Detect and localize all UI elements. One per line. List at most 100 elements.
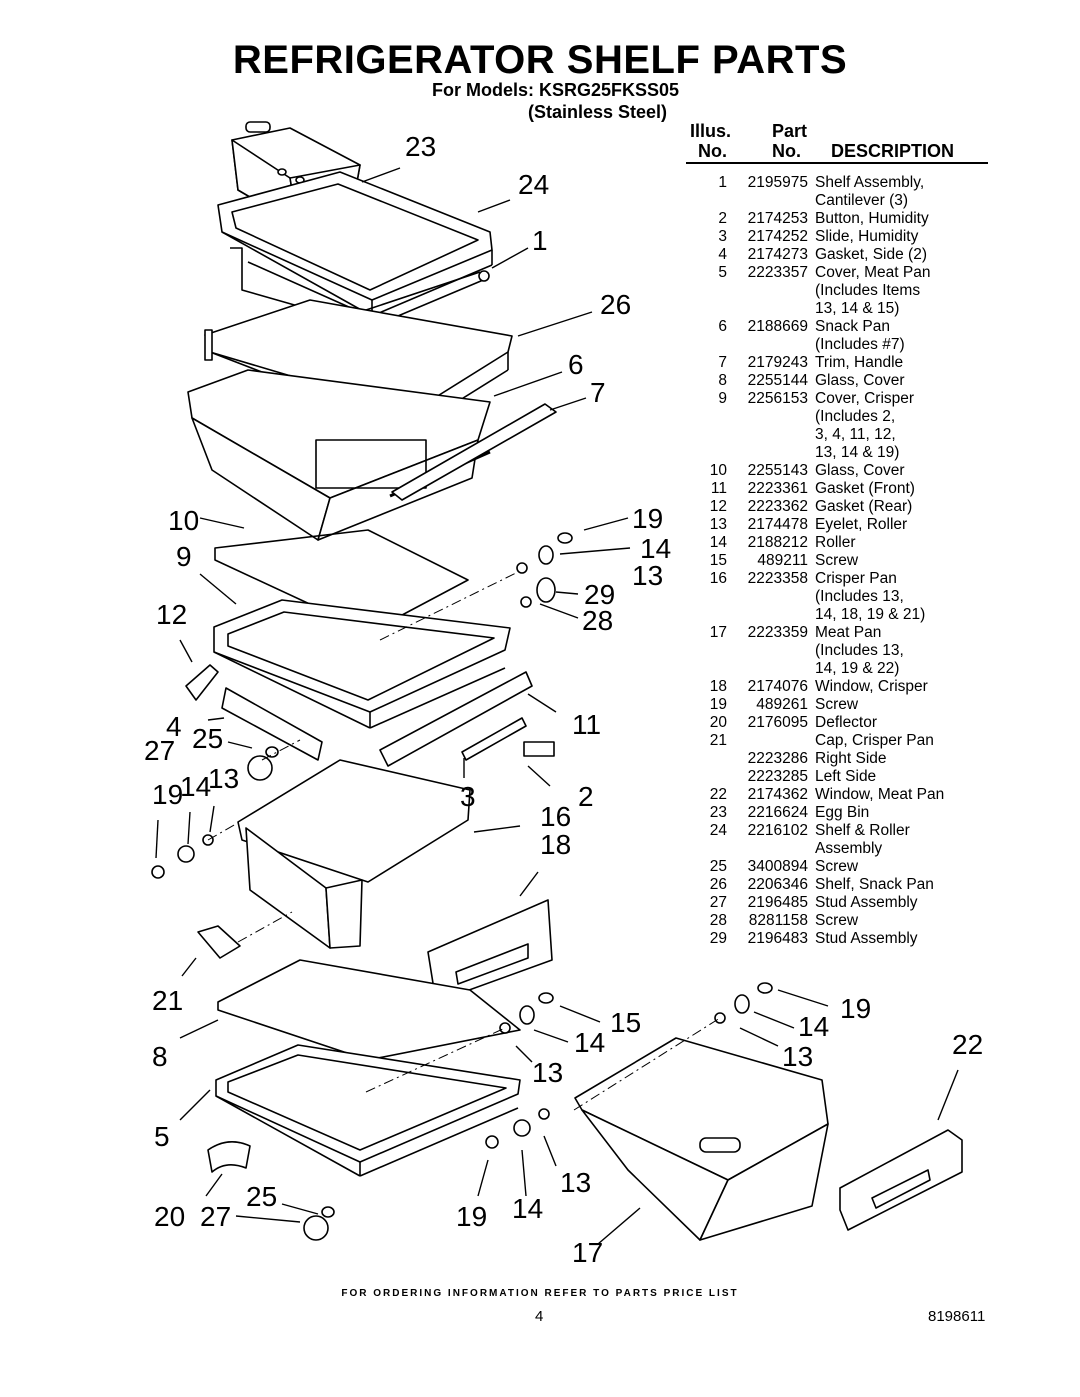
callout-21: 21: [152, 985, 183, 1016]
illus-number: [690, 192, 727, 210]
part-number: [727, 192, 808, 210]
illus-number: 7: [718, 354, 727, 371]
illus-number: 20: [709, 714, 727, 731]
callout-2: 2: [578, 781, 594, 812]
part-description: Screw: [815, 552, 859, 569]
illus-number: 27: [709, 894, 727, 911]
part-description: (Includes 2,: [815, 408, 896, 425]
parts-list-row-continuation: (Includes 13,: [690, 588, 1020, 606]
fastener-hardware-drawing: [152, 533, 772, 1240]
callout-25b: 25: [246, 1181, 277, 1212]
part-number: 2196485: [747, 894, 808, 911]
callout-3: 3: [460, 781, 476, 812]
callout-11: 11: [572, 709, 601, 740]
part-description: Cantilever (3): [815, 192, 909, 209]
illus-number: [690, 768, 727, 786]
illus-number: 16: [709, 570, 727, 587]
part-description: Crisper Pan: [815, 570, 897, 587]
col-illus-header-bottom: No.: [698, 141, 727, 161]
part-description: Slide, Humidity: [815, 228, 919, 245]
part-description: Screw: [815, 912, 859, 929]
callout-6: 6: [568, 349, 584, 380]
deflector-drawing: [208, 1142, 250, 1172]
col-part-header-bottom: No.: [772, 141, 801, 161]
callout-14a: 14: [640, 533, 671, 564]
part-number: 2174253: [747, 210, 808, 227]
part-description: Shelf & Roller: [815, 822, 910, 839]
meat-pan-glass-drawing: [218, 960, 520, 1060]
part-description: Gasket (Rear): [815, 498, 913, 515]
part-number: 2256153: [747, 390, 808, 407]
illus-number: 29: [709, 930, 727, 947]
part-number: [727, 840, 808, 858]
part-number: 2223285: [747, 768, 808, 785]
illus-number: [690, 408, 727, 426]
part-description: 3, 4, 11, 12,: [815, 426, 896, 443]
callout-14e: 14: [512, 1193, 543, 1224]
part-description: Stud Assembly: [815, 894, 918, 911]
part-description: Button, Humidity: [815, 210, 929, 227]
parts-list-row: 6 2188669 Snack Pan: [690, 318, 1020, 336]
illus-number: 13: [709, 516, 727, 533]
illus-number: [690, 642, 727, 660]
parts-list-row-continuation: Cantilever (3): [690, 192, 1020, 210]
callout-4: 4: [166, 711, 182, 742]
model-number: For Models: KSRG25FKSS05: [432, 80, 680, 100]
side-gasket-drawing: [222, 688, 322, 760]
illus-number: 6: [718, 318, 727, 335]
illus-number: 19: [709, 696, 727, 713]
illus-number: 25: [709, 858, 727, 875]
parts-list-row-continuation: 13, 14 & 15): [690, 300, 1020, 318]
callout-20: 20: [154, 1201, 185, 1232]
illus-number: 12: [709, 498, 727, 515]
rear-gasket-drawing: [186, 665, 218, 700]
callout-17: 17: [572, 1237, 603, 1268]
callout-19b: 19: [152, 779, 183, 810]
part-number: 2195975: [747, 174, 808, 191]
part-number: 2176095: [747, 714, 808, 731]
part-number: 2255144: [747, 372, 808, 389]
part-number: 2196483: [747, 930, 808, 947]
illus-number: [690, 588, 727, 606]
part-number: 2174478: [747, 516, 808, 533]
part-number: [727, 588, 808, 606]
illus-number: 9: [718, 390, 727, 407]
part-description: 14, 19 & 22): [815, 660, 900, 677]
callout-5: 5: [154, 1121, 170, 1152]
document-number: 8198611: [928, 1308, 986, 1325]
meat-pan-cover-drawing: [216, 1045, 520, 1176]
part-description: Snack Pan: [815, 318, 890, 335]
part-number: 2223358: [747, 570, 808, 587]
illus-number: [690, 444, 727, 462]
part-description: Trim, Handle: [815, 354, 904, 371]
part-description: Deflector: [815, 714, 878, 731]
part-description: Roller: [815, 534, 856, 551]
shelf-roller-assembly-drawing: [218, 172, 492, 316]
part-description: Cap, Crisper Pan: [815, 732, 934, 749]
part-number: 2223357: [747, 264, 808, 281]
part-number: 3400894: [747, 858, 808, 875]
part-description: Shelf, Snack Pan: [815, 876, 934, 893]
part-number: [727, 606, 808, 624]
part-number: 489261: [756, 696, 808, 713]
parts-list-row: 16 2223358 Crisper Pan: [690, 570, 1020, 588]
part-number: 2188669: [747, 318, 808, 335]
part-number: 2174252: [747, 228, 808, 245]
parts-list-row-continuation: 13, 14 & 19): [690, 444, 1020, 462]
callout-15: 15: [610, 1007, 641, 1038]
crisper-pan-drawing: [238, 760, 470, 948]
callout-26: 26: [600, 289, 631, 320]
parts-list-row-continuation: (Includes 2,: [690, 408, 1020, 426]
callout-25a: 25: [192, 723, 223, 754]
callout-12: 12: [156, 599, 187, 630]
model-finish: (Stainless Steel): [528, 102, 668, 122]
